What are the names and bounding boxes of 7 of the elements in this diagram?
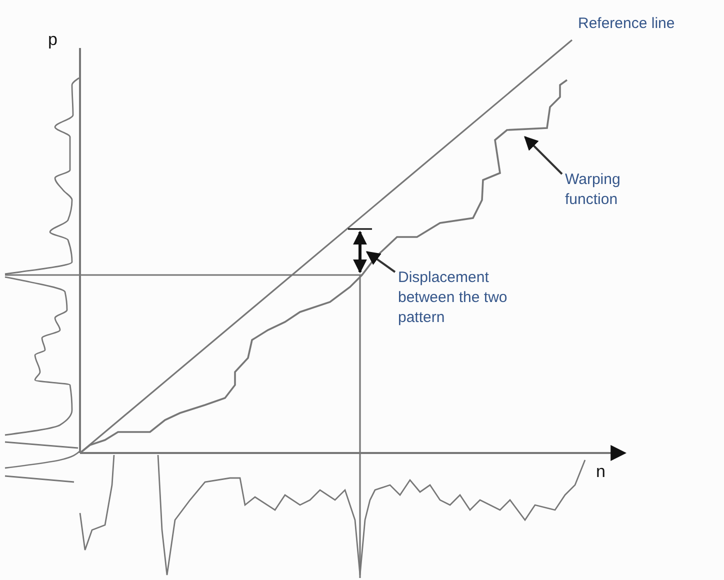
axis-label: n [596, 462, 606, 482]
leader-line [524, 136, 563, 175]
axis-label: p [48, 30, 58, 50]
callout-text: Warping function [565, 170, 655, 210]
callout-text: Displacement between the two pattern [398, 268, 538, 328]
leader-line [366, 251, 396, 273]
line-label: Reference line [578, 14, 675, 34]
